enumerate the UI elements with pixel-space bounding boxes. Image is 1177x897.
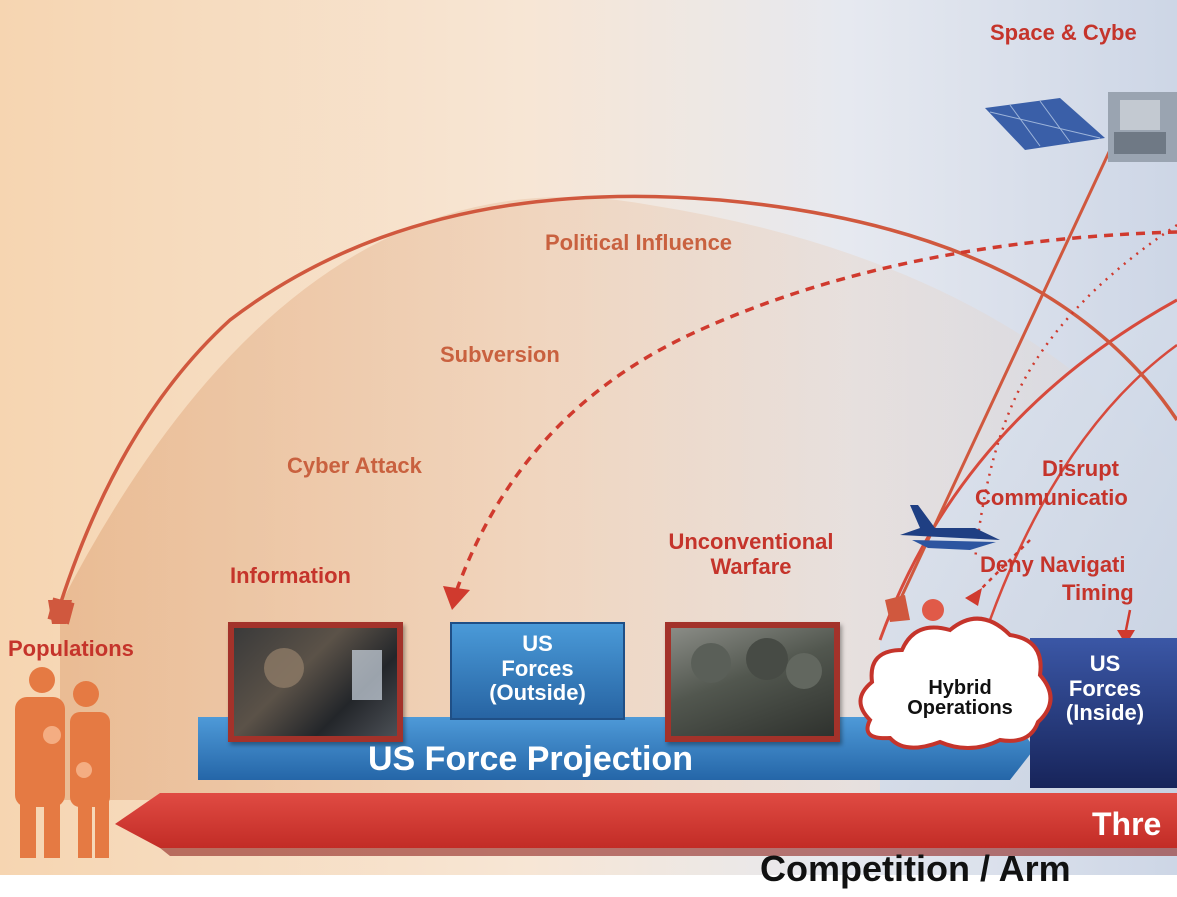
populations-icon [15, 667, 110, 858]
subversion-arrowhead [443, 586, 470, 610]
us-forces-inside-label: US Forces (Inside) [1045, 651, 1165, 726]
deny-label-1: Deny Navigati [980, 552, 1126, 577]
cyber-arc [973, 223, 1177, 561]
deny-label-2: Timing [1062, 580, 1134, 605]
competition-label: Competition / Arm [760, 848, 1071, 889]
information-label: Information [230, 563, 351, 588]
threat-band [115, 793, 1177, 848]
disrupt-label-2: Communicatio [975, 485, 1128, 510]
political-influence-label: Political Influence [545, 230, 733, 255]
unconventional-line-2: Warfare [710, 553, 792, 579]
disrupt-arrowhead-1 [965, 588, 982, 606]
white-strip [0, 875, 1177, 897]
unconventional-line-1: Unconventional [668, 529, 834, 554]
space-cyber-title: Space & Cybe [990, 20, 1137, 45]
unconventional-warfare-photo [665, 622, 840, 742]
deny-arrowhead [1117, 630, 1135, 645]
us-forces-outside-box: US Forces (Outside) [450, 622, 625, 720]
satellite-icon [985, 92, 1177, 162]
us-forces-outside-line-2: Forces [501, 655, 574, 681]
hybrid-arrowhead [885, 595, 910, 622]
us-forces-inside-line-1: US [1089, 651, 1121, 676]
satellite-link [898, 149, 1112, 601]
inside-band [1030, 638, 1177, 788]
threat-label: Thre [1092, 806, 1162, 842]
hybrid-cloud-icon [858, 599, 1053, 751]
hybrid-operations-label: Hybrid Operations [880, 678, 1040, 718]
hybrid-line-1: Hybrid [928, 677, 992, 699]
populations-label: Populations [8, 636, 134, 661]
hybrid-line-2: Operations [907, 697, 1013, 719]
populations-marker [47, 597, 75, 625]
information-photo [228, 622, 403, 742]
inside-dome-outline-2 [988, 343, 1177, 621]
us-forces-inside-line-2: Forces [1068, 675, 1142, 701]
disrupt-arrow-1 [974, 539, 1031, 596]
us-forces-inside-line-3: (Inside) [1065, 700, 1145, 726]
disrupt-label-1: Disrupt [1042, 456, 1119, 481]
political-influence-arc [58, 194, 1177, 606]
cyber-attack-label: Cyber Attack [287, 453, 422, 478]
us-forces-outside-line-1: US [522, 631, 553, 656]
unconventional-warfare-label: Unconventional Warfare [640, 529, 862, 579]
subversion-label: Subversion [440, 342, 560, 367]
threat-band-shadow [160, 848, 1177, 856]
inside-dome-outline [878, 298, 1177, 641]
us-forces-outside-line-3: (Outside) [489, 680, 586, 706]
subversion-arc [453, 230, 1177, 596]
jet-icon [900, 505, 1000, 550]
force-projection-label: US Force Projection [368, 740, 693, 778]
